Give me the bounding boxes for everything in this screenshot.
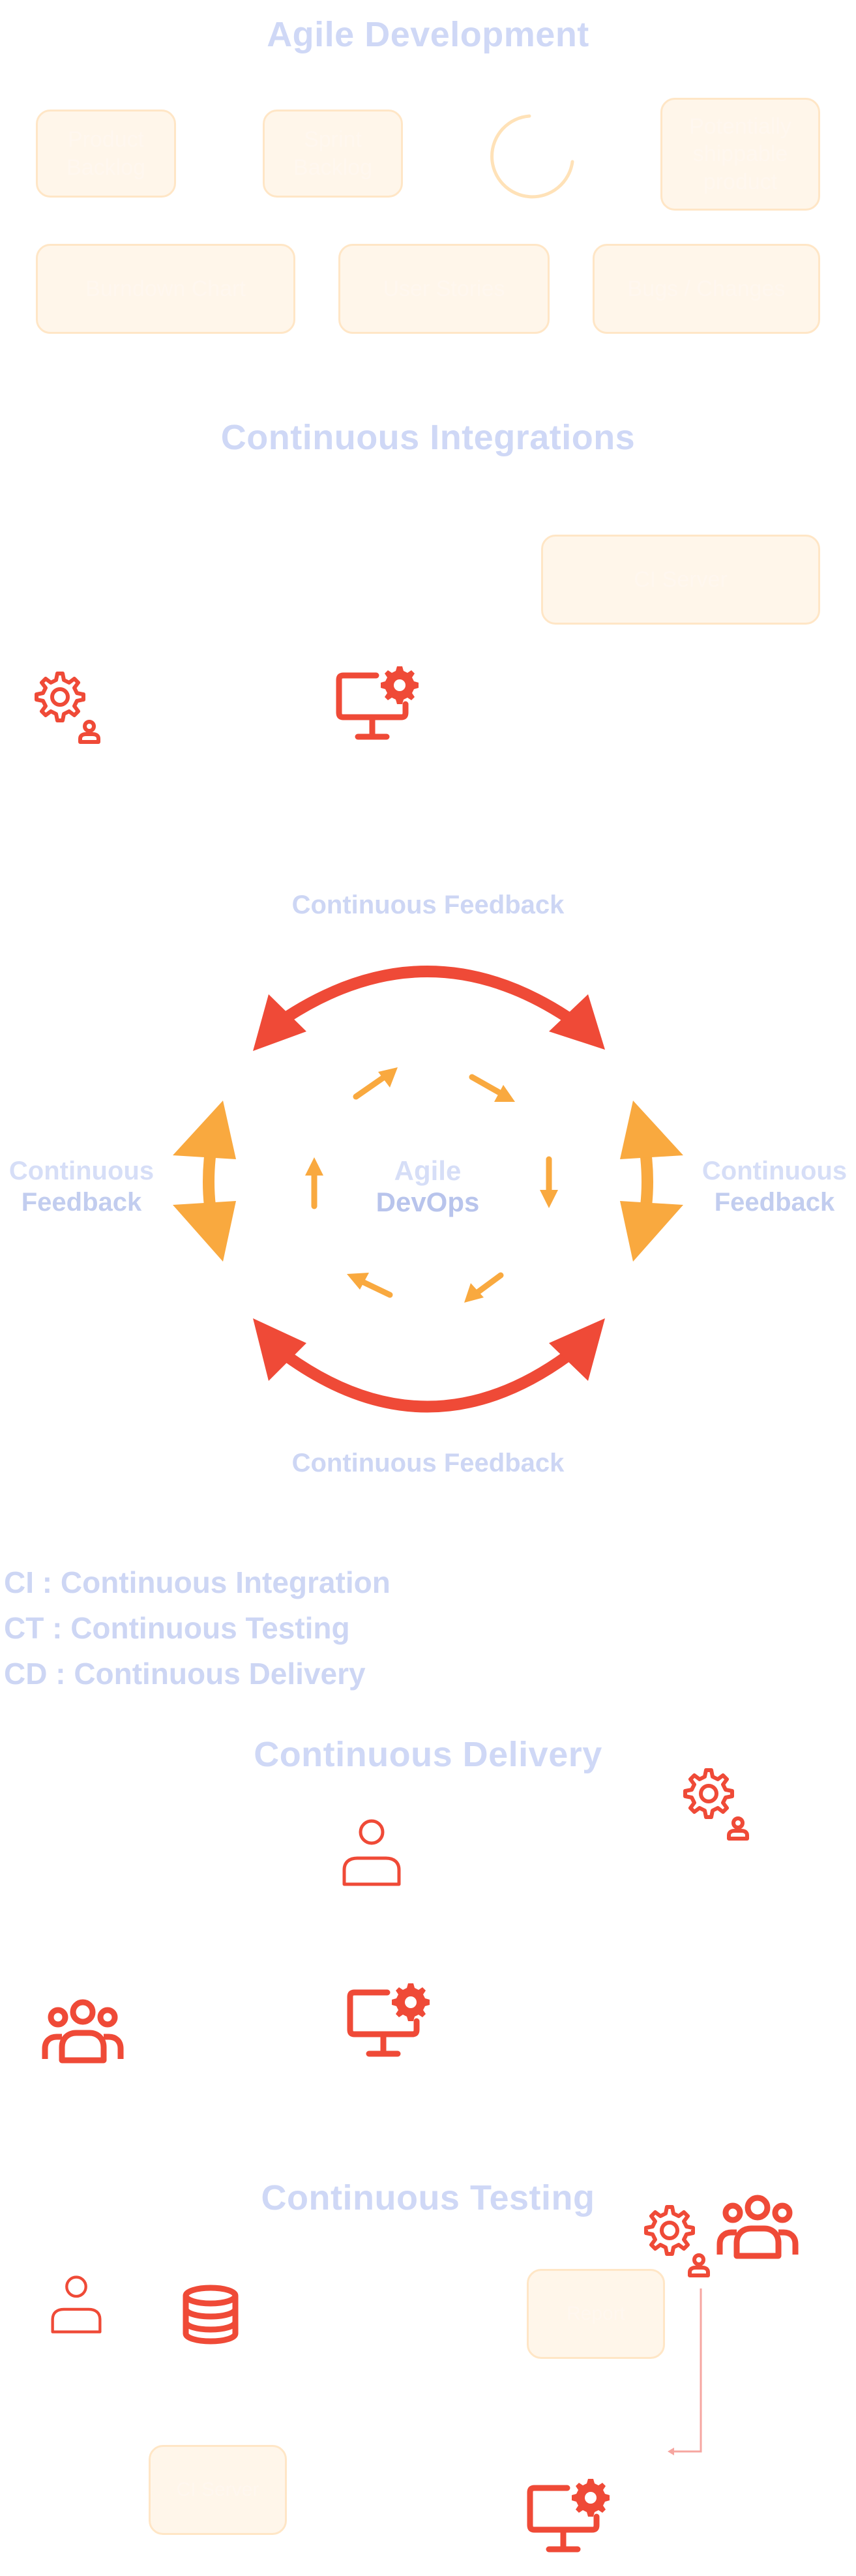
agile-devops-center-label: Agile DevOps bbox=[362, 1155, 493, 1218]
ci-server-box-testing: CI Server bbox=[149, 2445, 287, 2535]
left-feedback-arrow bbox=[173, 1101, 236, 1262]
sprint-cycle-arc bbox=[490, 114, 574, 199]
feedback-right-label: Continuous Feedback bbox=[693, 1155, 856, 1218]
agile-section-title: Agile Development bbox=[267, 15, 589, 54]
database-icon bbox=[183, 2285, 239, 2345]
team-icon bbox=[716, 2195, 799, 2259]
sprint-backlog-box: Sprint Backlog bbox=[263, 110, 403, 198]
feedback-left-label: Continuous Feedback bbox=[0, 1155, 163, 1218]
ci-server-box: CI Server bbox=[541, 535, 820, 625]
person-icon bbox=[342, 1819, 401, 1886]
feedback-right-line2: Feedback bbox=[714, 1188, 835, 1217]
bugs-changes-box: Bugs / Changes bbox=[593, 244, 820, 334]
inner-cycle-arrows bbox=[305, 1067, 558, 1303]
report-box: Report bbox=[527, 2269, 665, 2359]
ct-section-title: Continuous Testing bbox=[261, 2178, 595, 2217]
devops-cycle-arrows bbox=[173, 966, 683, 1413]
team-icon bbox=[42, 1999, 124, 2064]
feedback-left-line1: Continuous bbox=[8, 1157, 155, 1185]
product-backlog-box: Product Backlog bbox=[36, 110, 176, 198]
cd-section-title: Continuous Delivery bbox=[254, 1735, 602, 1774]
feedback-top-label: Continuous Feedback bbox=[291, 891, 565, 919]
legend-ct: CT : Continuous Testing bbox=[4, 1611, 350, 1645]
right-feedback-arrow bbox=[620, 1101, 683, 1262]
top-feedback-arrow bbox=[253, 966, 605, 1051]
monitor-gear-icon bbox=[527, 2479, 610, 2553]
feedback-left-line2: Feedback bbox=[21, 1188, 142, 1217]
ci-section-title: Continuous Integrations bbox=[220, 418, 636, 457]
monitor-gear-icon bbox=[336, 666, 419, 740]
burndown-chart-box: Burndown Chart bbox=[36, 244, 295, 334]
gear-person-icon bbox=[683, 1768, 749, 1841]
bottom-feedback-arrow bbox=[253, 1318, 605, 1413]
legend-ci: CI : Continuous Integration bbox=[4, 1565, 391, 1599]
center-devops-text: DevOps bbox=[376, 1187, 480, 1217]
person-icon bbox=[51, 2275, 102, 2333]
potentially-shippable-box: Potentially shippable product bbox=[660, 98, 820, 211]
feedback-bottom-label: Continuous Feedback bbox=[291, 1449, 565, 1477]
user-stories-box: User Stories bbox=[338, 244, 550, 334]
monitor-gear-icon bbox=[347, 1983, 430, 2057]
feedback-right-line1: Continuous bbox=[701, 1157, 848, 1185]
center-agile-text: Agile bbox=[394, 1155, 462, 1186]
gear-person-icon bbox=[35, 672, 100, 744]
legend-cd: CD : Continuous Delivery bbox=[4, 1657, 366, 1691]
gear-person-icon bbox=[644, 2205, 710, 2277]
connector-arrow bbox=[668, 2288, 702, 2455]
